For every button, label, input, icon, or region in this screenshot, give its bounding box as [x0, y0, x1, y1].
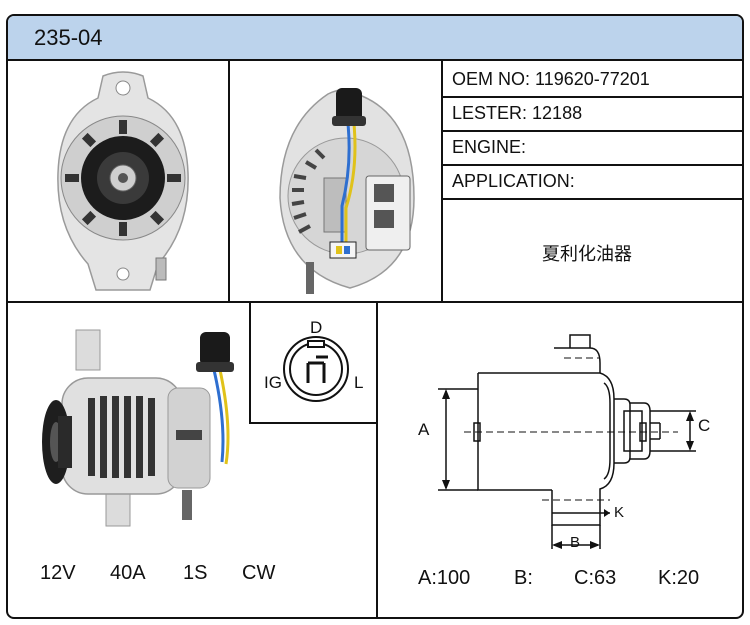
- pin-d-label: D: [310, 318, 323, 337]
- pin-l-label: L: [354, 373, 364, 392]
- title-bar: 235-04: [8, 16, 742, 61]
- divider-application: [441, 198, 742, 200]
- pin-ig-label: IG: [264, 373, 282, 392]
- dim-a-value: A:100: [418, 567, 471, 589]
- divider-connector-right: [376, 301, 378, 617]
- voltage-rating: 12V: [40, 562, 76, 584]
- application-note: 夏利化油器: [542, 244, 632, 265]
- lester-number: LESTER:12188: [452, 103, 583, 123]
- divider-lester: [441, 130, 742, 132]
- dimension-drawing: [438, 334, 696, 549]
- dim-c-value: C:63: [574, 567, 617, 589]
- dim-c-label: C: [698, 416, 711, 435]
- dim-b-label: B: [570, 534, 581, 551]
- dim-a-label: A: [418, 420, 430, 439]
- connector-diagram: [283, 336, 349, 402]
- divider-connector-left: [249, 301, 251, 424]
- engine-field: ENGINE:: [452, 137, 527, 157]
- dim-k-value: K:20: [658, 567, 700, 589]
- alternator-side-photo: [42, 329, 234, 527]
- dim-b-value: B:: [514, 567, 533, 589]
- alternator-front-photo: [57, 71, 189, 291]
- application-field: APPLICATION:: [452, 171, 575, 191]
- spec-sheet: 235-04 OEM NO:119620-77201 LESTER:12188 …: [6, 14, 744, 619]
- regulator-type: 1S: [183, 562, 208, 584]
- current-rating: 40A: [110, 562, 146, 584]
- dim-k-label: K: [614, 504, 625, 521]
- divider-oem: [441, 96, 742, 98]
- divider-connector-bottom: [249, 422, 378, 424]
- divider-photo-2: [441, 61, 443, 301]
- divider-engine: [441, 164, 742, 166]
- part-code: 235-04: [34, 25, 103, 50]
- oem-number: OEM NO:119620-77201: [452, 69, 650, 89]
- alternator-rear-photo: [279, 88, 415, 294]
- rotation-direction: CW: [242, 562, 276, 584]
- divider-photo-1: [228, 61, 230, 301]
- divider-middle: [8, 301, 742, 303]
